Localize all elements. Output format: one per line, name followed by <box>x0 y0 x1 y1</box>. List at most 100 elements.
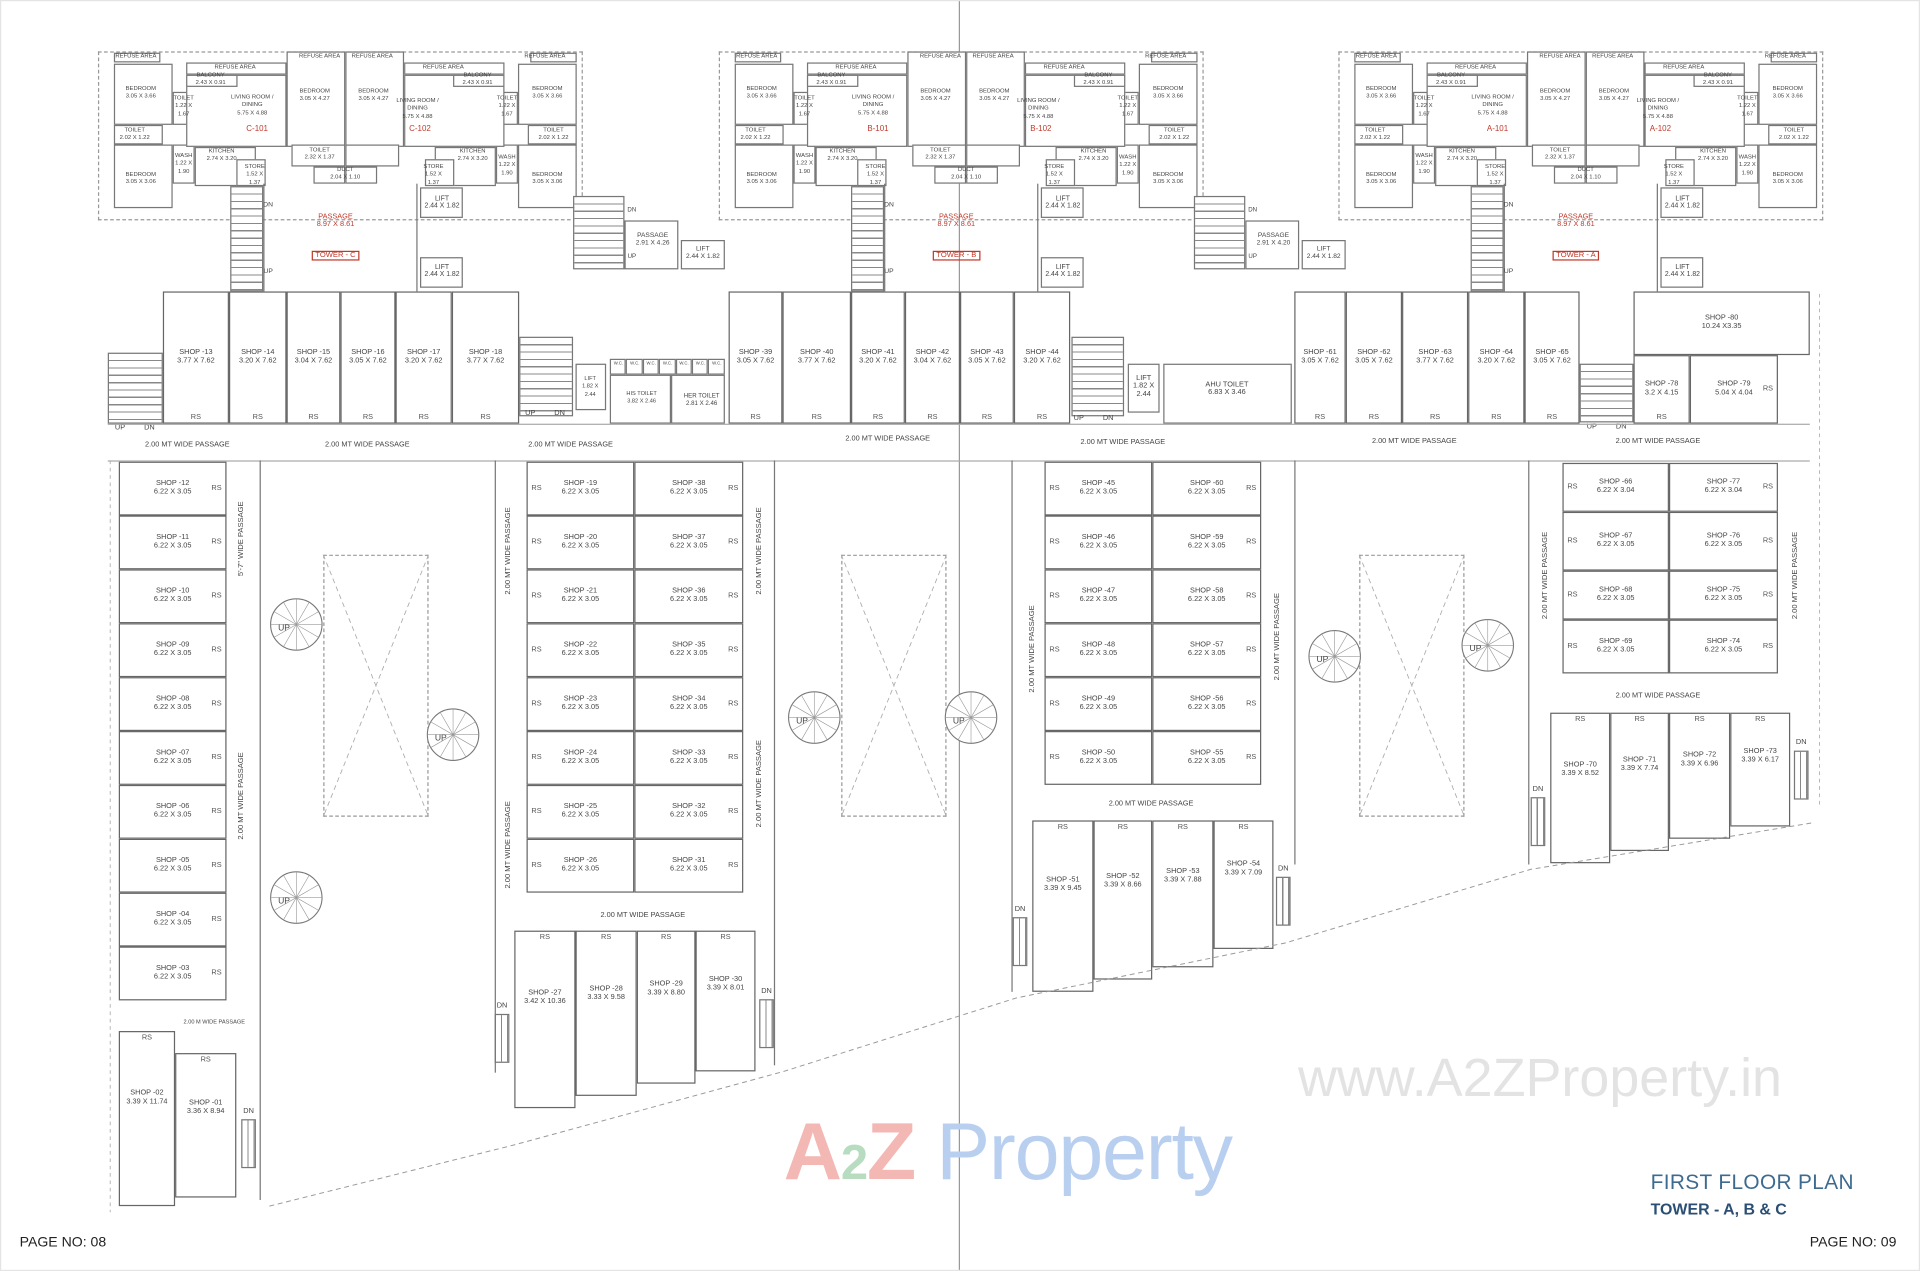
room-outline <box>734 52 782 63</box>
shop-dimensions: 3.2 X 4.15 <box>1644 389 1679 397</box>
room-label-bed6-line: BEDROOM <box>1152 172 1184 179</box>
shop-name: SHOP -79 <box>1717 380 1751 389</box>
room-label-balcony2-line: 2.43 X 0.91 <box>1083 80 1114 87</box>
room-label-store2-line: STORE <box>1044 164 1065 171</box>
room-label-refuse_c: REFUSE AREA <box>299 54 340 62</box>
unit-label: A-102 <box>1650 125 1671 134</box>
rs-marker: RS <box>141 1034 153 1043</box>
room-label-living1-line: 5.75 X 4.88 <box>858 110 889 117</box>
stair-up-label: UP <box>1074 415 1084 423</box>
stair-dn-label: DN <box>554 410 565 418</box>
shop-dimensions: 3.20 X 7.62 <box>1477 357 1516 365</box>
rs-marker: RS <box>1177 824 1188 832</box>
rs-marker: RS <box>1567 591 1578 599</box>
rs-marker: RS <box>1762 642 1774 651</box>
shop-name: SHOP -46 <box>1081 533 1116 542</box>
stair-dn-label: DN <box>1015 906 1026 914</box>
shop-name: SHOP -30 <box>708 975 743 984</box>
room-outline <box>345 166 378 184</box>
shop-dimensions: 6.22 X 3.04 <box>1596 487 1635 495</box>
lift-shaft <box>420 257 463 288</box>
shop-name: SHOP -38 <box>672 480 706 488</box>
rs-marker: RS <box>1656 413 1667 422</box>
room-label-refuse_f: REFUSE AREA <box>524 54 565 62</box>
shop-dimensions: 6.22 X 3.05 <box>561 488 600 496</box>
room-outline <box>1768 124 1818 145</box>
spiral-up-label: UP <box>278 624 290 633</box>
rs-marker: RS <box>362 413 374 422</box>
room-label-balcony1-line: BALCONY <box>817 72 846 80</box>
shop-name: SHOP -77 <box>1706 478 1741 487</box>
rs-marker: RS <box>211 538 222 547</box>
room-label-balcony1-line: BALCONY <box>1436 72 1466 80</box>
stair-up-label: UP <box>1587 423 1597 431</box>
room-label-store2-line: 1.52 X <box>424 172 442 179</box>
room-label-refuse_e-line: REFUSE AREA <box>422 64 464 71</box>
room-label-wash1-line: WASH <box>174 153 193 160</box>
room-label-toilet2-line: 1.67 <box>501 111 513 118</box>
rs-marker: RS <box>1246 646 1257 654</box>
shop-name: SHOP -60 <box>1190 480 1224 488</box>
stair-dn-label-line: DN <box>243 1107 254 1116</box>
rs-marker: RS <box>211 700 222 708</box>
ahu-toilet-label-line: AHU TOILET <box>1205 381 1249 389</box>
room-outline <box>1531 144 1586 167</box>
shop-dimensions: 6.22 X 3.05 <box>1079 650 1118 658</box>
shop-dimensions: 6.22 X 3.05 <box>669 650 708 658</box>
lift-label-line: LIFT <box>1675 263 1690 272</box>
spiral-staircase-icon <box>426 708 480 761</box>
room-outline <box>1151 52 1198 63</box>
rs-marker: RS <box>531 808 542 816</box>
staircase <box>1071 336 1125 417</box>
room-outline <box>1585 144 1640 167</box>
shop-dimensions: 3.05 X 7.62 <box>968 357 1006 365</box>
room-label-wash1-line: 1.22 X <box>795 161 813 168</box>
room-label-wash2-line: 1.90 <box>1741 170 1754 177</box>
rs-marker: RS <box>308 413 319 422</box>
room-label-toilet5-line: TOILET <box>543 128 564 135</box>
rs-marker: RS <box>1036 413 1048 422</box>
room-label-wash2-line: 1.90 <box>1122 170 1134 177</box>
shop-dimensions: 6.22 X 3.05 <box>561 596 600 604</box>
rs-marker: RS <box>728 484 739 493</box>
rs-marker: RS <box>531 592 542 601</box>
shop-name: SHOP -67 <box>1599 532 1633 541</box>
staircase <box>1530 797 1546 847</box>
spiral-up-label-line: UP <box>952 717 965 726</box>
shop-name: SHOP -55 <box>1190 749 1224 757</box>
shop-dimensions: 6.22 X 3.05 <box>669 542 708 550</box>
passage-label: 2.00 MT WIDE PASSAGE <box>1109 801 1194 809</box>
shop-dimensions: 6.22 X 3.05 <box>153 973 192 981</box>
lift-label-line: 2.44 X 1.82 <box>1664 203 1700 211</box>
lift-label-line: 2.44 X 1.82 <box>1045 203 1081 211</box>
room-label-refuse_b-line: REFUSE AREA <box>1454 64 1497 71</box>
